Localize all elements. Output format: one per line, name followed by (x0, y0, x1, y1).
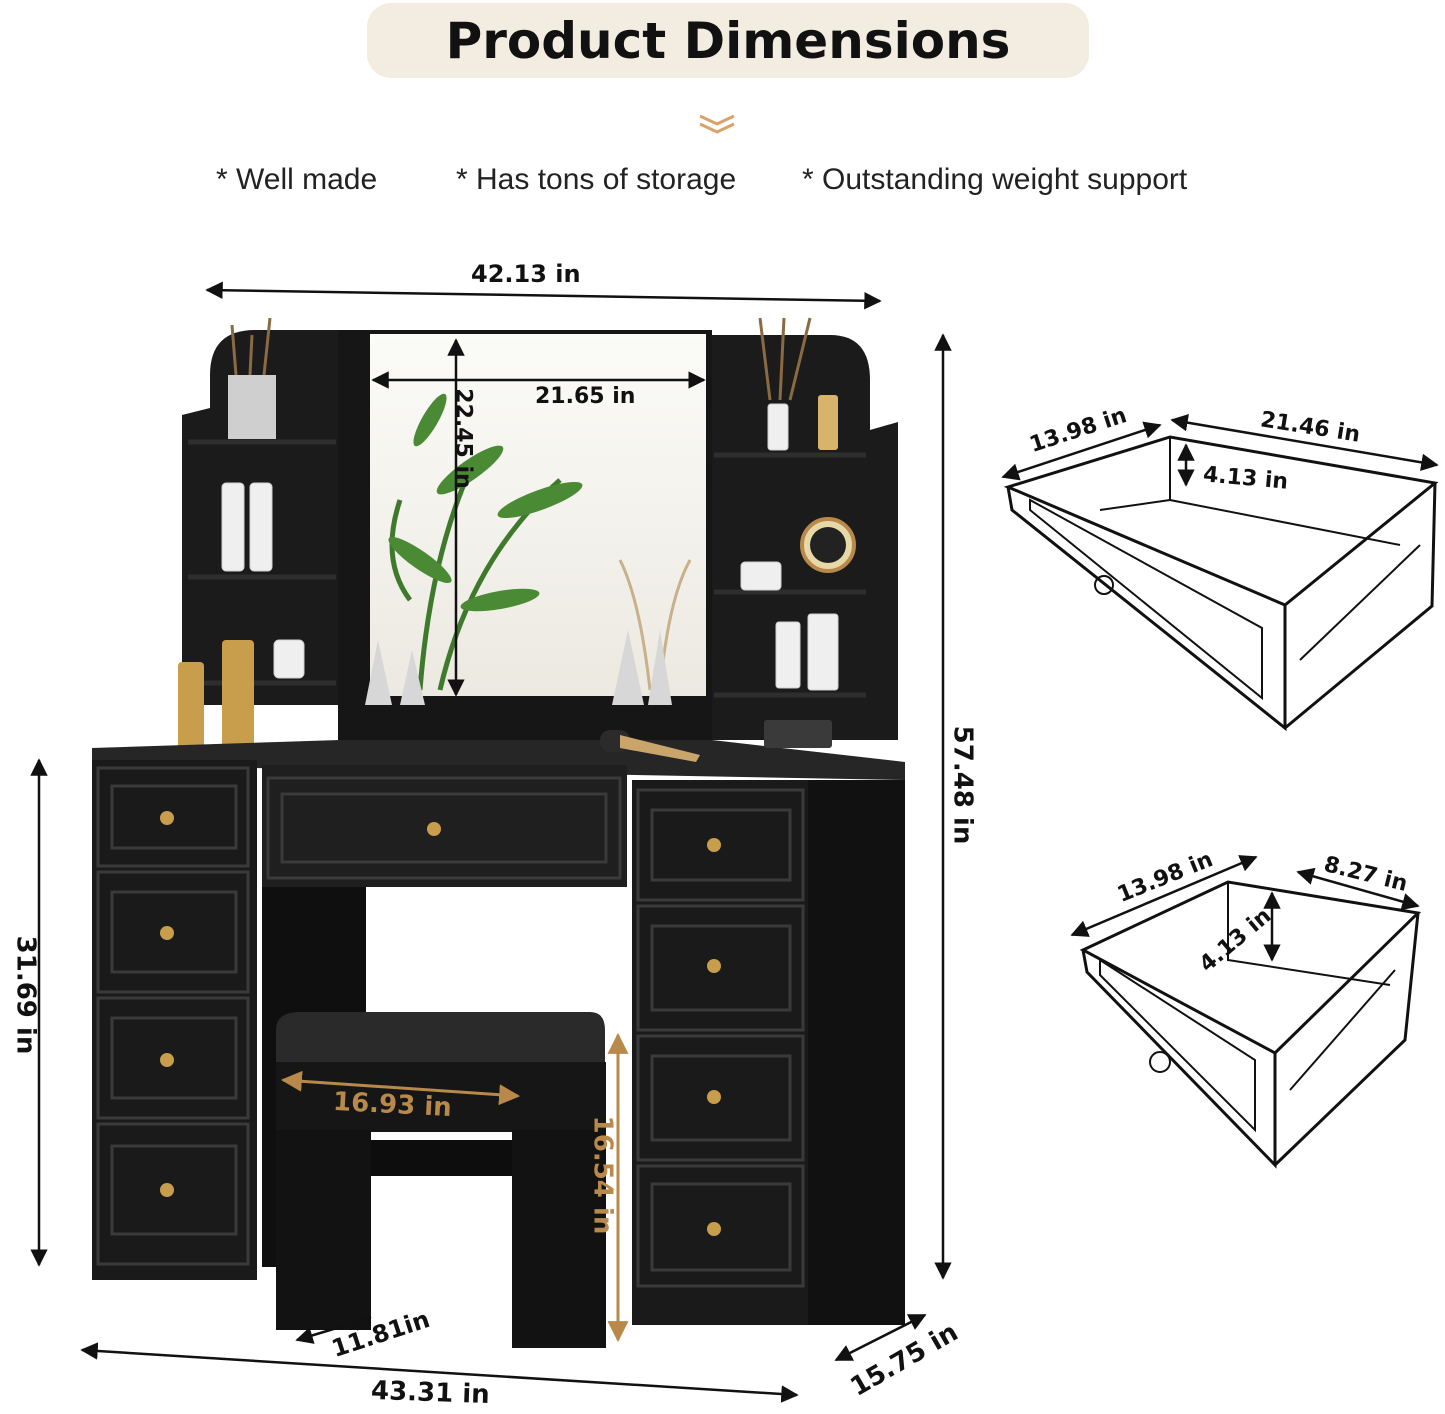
vanity-illustration (92, 317, 905, 1348)
label-overall-height: 57.48 in (947, 725, 978, 845)
label-stool-height: 16.54 in (587, 1115, 618, 1235)
feature-storage: * Has tons of storage (456, 163, 737, 196)
label-overall-width: 42.13 in (471, 260, 581, 288)
label-stool-width: 16.93 in (332, 1086, 453, 1124)
label-base-width: 43.31 in (370, 1375, 491, 1411)
title-banner: Product Dimensions (367, 3, 1089, 78)
small-drawer-diagram (1079, 880, 1422, 1169)
label-desk-height: 31.69 in (10, 935, 41, 1055)
feature-weight-support: * Outstanding weight support (802, 163, 1188, 196)
feature-well-made: * Well made (216, 163, 378, 196)
label-mirror-width: 21.65 in (535, 384, 636, 409)
chevron-down-icon (699, 114, 735, 134)
page-title: Product Dimensions (445, 11, 1011, 70)
label-mirror-height: 22.45 in (450, 388, 476, 489)
